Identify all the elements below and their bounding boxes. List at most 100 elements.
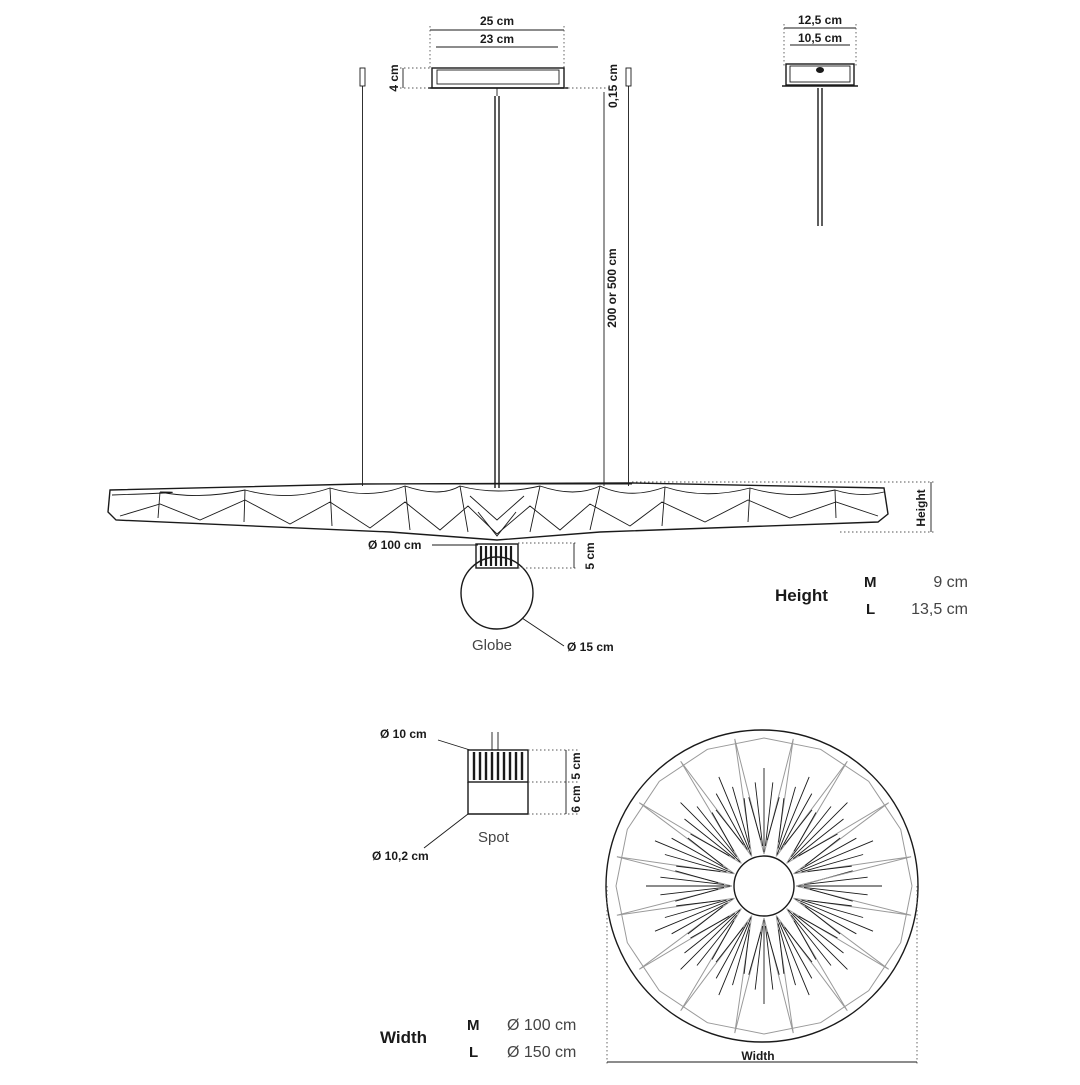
shade-fold-line [660,886,725,896]
shade-fold-line [764,782,774,847]
shade-fold-line [718,917,752,996]
spot-upper-height: 5 cm [569,752,583,779]
shade-fold-line [676,900,721,907]
shade-fold-line [754,925,764,990]
shade-fold-line [778,929,785,974]
shade-fold-line [715,793,748,850]
shade-fold-line [793,920,817,960]
canopy-side-inner-width: 10,5 cm [798,31,842,45]
width-title: Width [380,1028,427,1047]
shade-fold-line [743,929,750,974]
cable-length: 200 or 500 cm [605,248,619,327]
shade-fold-line [748,931,762,975]
shade-fold-line [671,837,728,870]
shade-fold-line [803,886,868,896]
canopy-inner-width: 23 cm [480,32,514,46]
shade-fold-line [784,809,813,846]
shade-fold-line [675,870,719,884]
shade-fold-line [801,899,864,918]
spot-bottom-diameter: Ø 10,2 cm [372,849,429,863]
shade-fold-line [715,922,748,979]
width-value-m: Ø 100 cm [507,1017,576,1034]
shade-fold-line [664,899,727,918]
shade-fold-line [793,812,817,852]
shade-fold-line [764,925,774,990]
shade-fold-line [654,898,733,932]
shade-fold-line [687,906,724,935]
shade-fold-line [748,797,762,841]
shade-fold-line [766,931,780,975]
spot-label: Spot [478,829,510,846]
suspension-wires [359,67,632,488]
shade-fold-line [671,902,728,935]
height-size-l: L [866,601,875,618]
shade-fold-line [732,923,751,986]
shade-fold-line [690,833,730,857]
width-size-l: L [469,1044,478,1061]
shade-fold-line [776,776,810,855]
shade-fold-line [804,906,841,935]
height-table: Height M 9 cm L 13,5 cm [775,574,968,618]
shade-fold-line [732,786,751,849]
shade-diameter: Ø 100 cm [368,538,421,552]
socket-height: 5 cm [583,542,597,569]
canopy-height: 4 cm [387,64,401,91]
width-size-m: M [467,1017,480,1034]
shade-fold-line [660,876,725,886]
shade-fold-line [790,914,832,966]
spot-top-diameter: Ø 10 cm [380,727,427,741]
shade-fold-line [680,909,741,970]
shade-fold-line [711,812,735,852]
shade-fold-line [803,876,868,886]
shade-fold-line [696,914,738,966]
shade-fold-line [790,806,832,858]
shade-side-view [107,482,889,541]
shade-fold-line [795,840,874,874]
shade-height-label: Height [914,489,928,526]
cable-length-dimension: 200 or 500 cm [603,92,619,486]
shade-fold-line [777,923,796,986]
canopy-gap: 0,15 cm [606,64,620,108]
shade-fold-line [800,902,857,935]
shade-fold-line [711,920,735,960]
shade-inner-rim [615,737,913,1035]
shade-fold-line [675,888,719,902]
shade-fold-line [784,926,813,963]
shade-fold-line [780,793,813,850]
shade-fold-line [715,809,744,846]
width-value-l: Ø 150 cm [507,1044,576,1061]
globe-lamp: 5 cm Globe Ø 15 cm [460,542,614,654]
canopy-outer-width: 25 cm [480,14,514,28]
shade-fold-line [777,786,796,849]
shade-fold-line [715,926,744,963]
canopy-side-view: 12,5 cm 10,5 cm [782,13,858,226]
shade-fold-line [798,915,838,939]
shade-fold-line [792,912,844,954]
shade-fold-line [690,915,730,939]
height-title: Height [775,586,828,605]
globe-diameter: Ø 15 cm [567,640,614,654]
shade-fold-line [787,802,848,863]
shade-fold-line [798,833,838,857]
shade-fold-line [792,818,844,860]
shade-fold-line [807,900,852,907]
shade-fold-line [787,909,848,970]
canopy-front: 25 cm 23 cm 4 cm 0,15 cm [387,14,620,108]
shade-fold-line [687,837,724,866]
shade-fold-line [778,798,785,843]
shade-fold-line [754,782,764,847]
shade-top-view: Width [605,729,919,1064]
height-size-m: M [864,574,877,591]
shade-fold-line [654,840,733,874]
shade-fold-line [795,898,874,932]
globe-label: Globe [472,637,512,654]
spot-lower-height: 6 cm [569,785,583,812]
shade-fold-line [664,854,727,873]
top-view-width-label: Width [741,1049,774,1063]
shade-fold-line [807,865,852,872]
shade-fold-line [718,776,752,855]
shade-fold-line [696,806,738,858]
shade-fold-line [684,818,736,860]
